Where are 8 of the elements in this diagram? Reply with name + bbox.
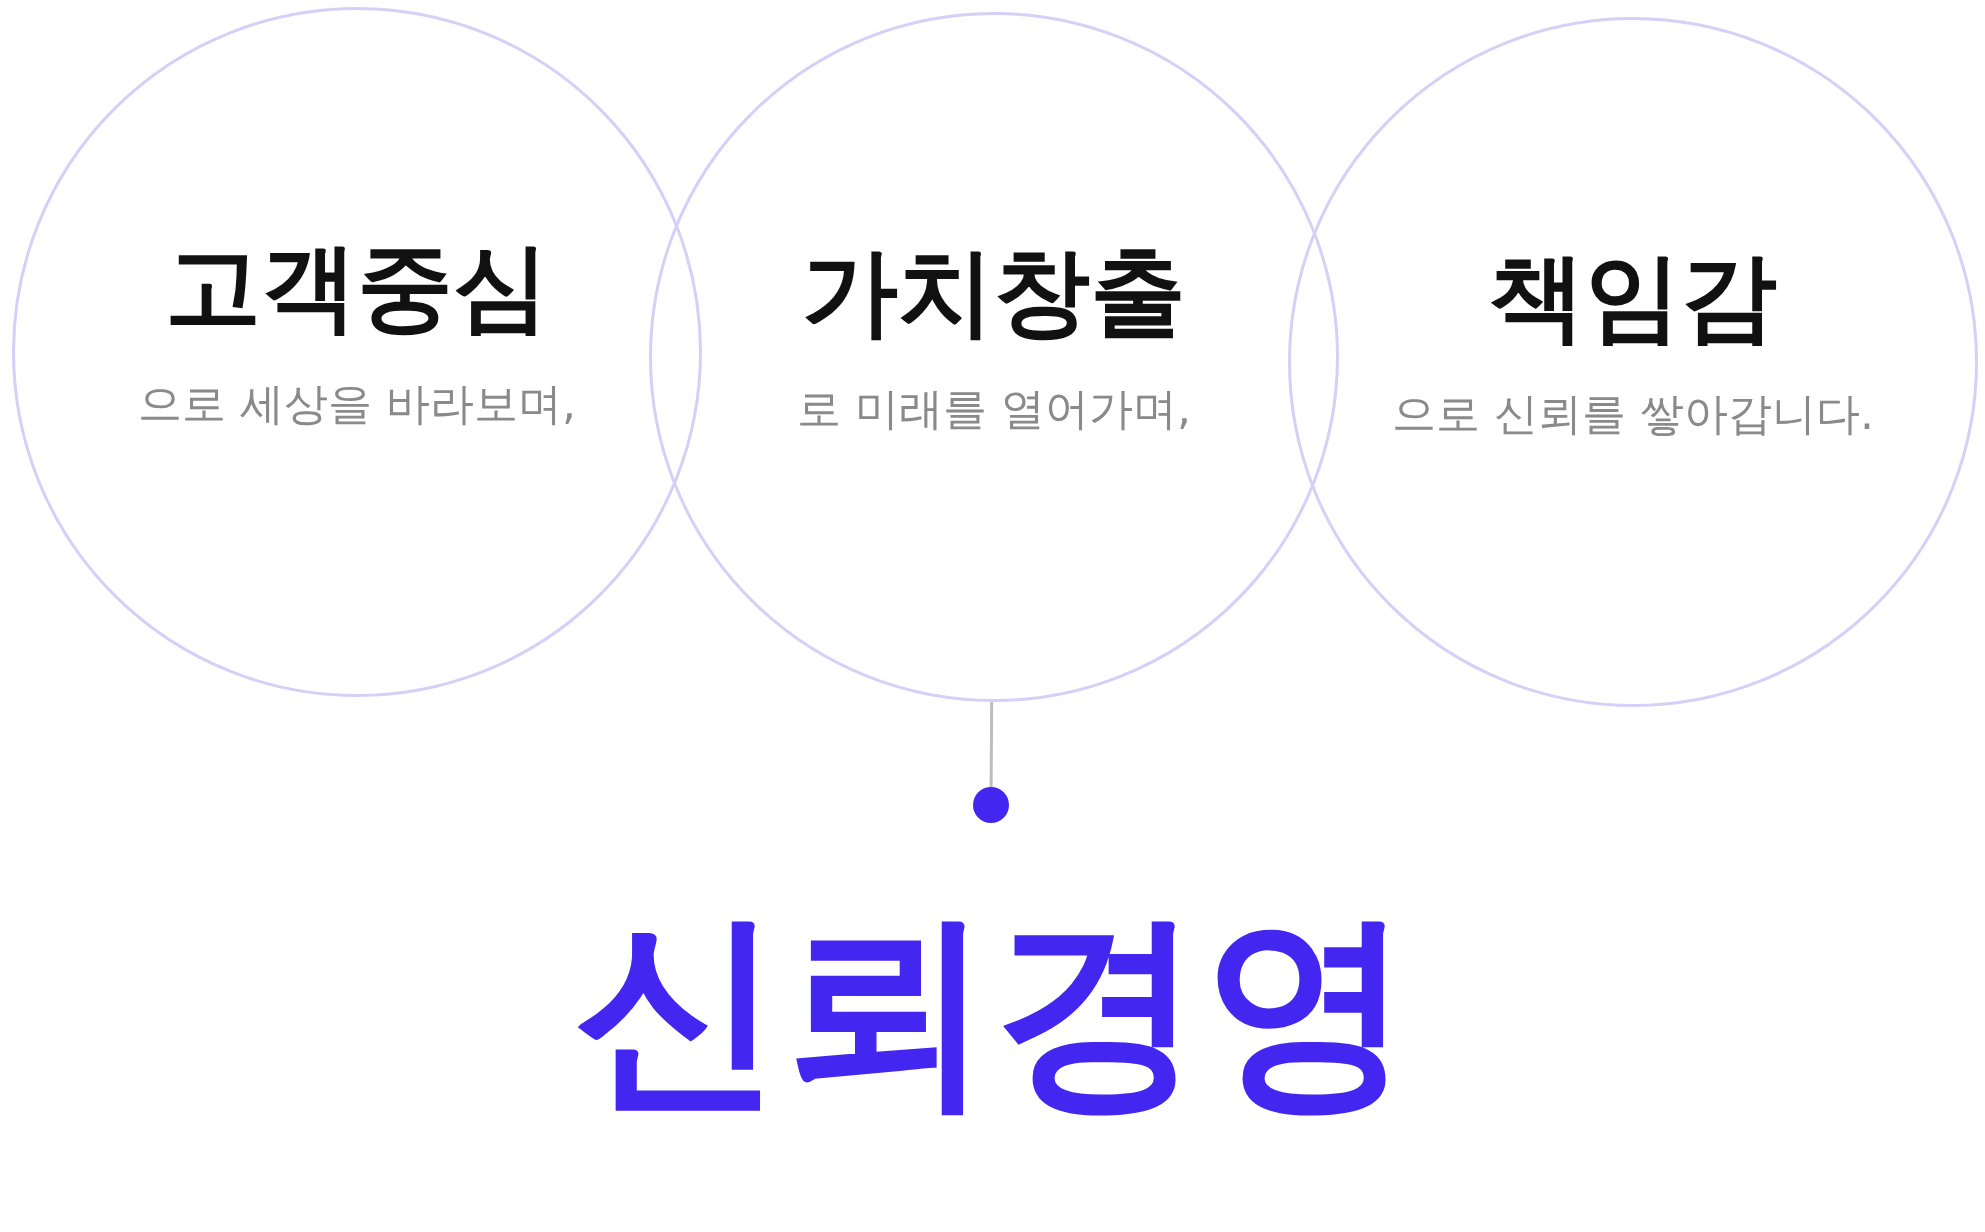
value-heading: 가치창출	[802, 235, 1186, 350]
main-title: 신뢰경영	[572, 905, 1413, 1115]
connector-line	[989, 701, 994, 787]
value-heading: 고객중심	[165, 230, 549, 345]
value-heading: 책임감	[1489, 240, 1777, 355]
value-description: 으로 세상을 바라보며,	[138, 377, 576, 431]
value-description: 으로 신뢰를 쌓아갑니다.	[1392, 387, 1874, 441]
value-description: 로 미래를 열어가며,	[797, 382, 1191, 436]
